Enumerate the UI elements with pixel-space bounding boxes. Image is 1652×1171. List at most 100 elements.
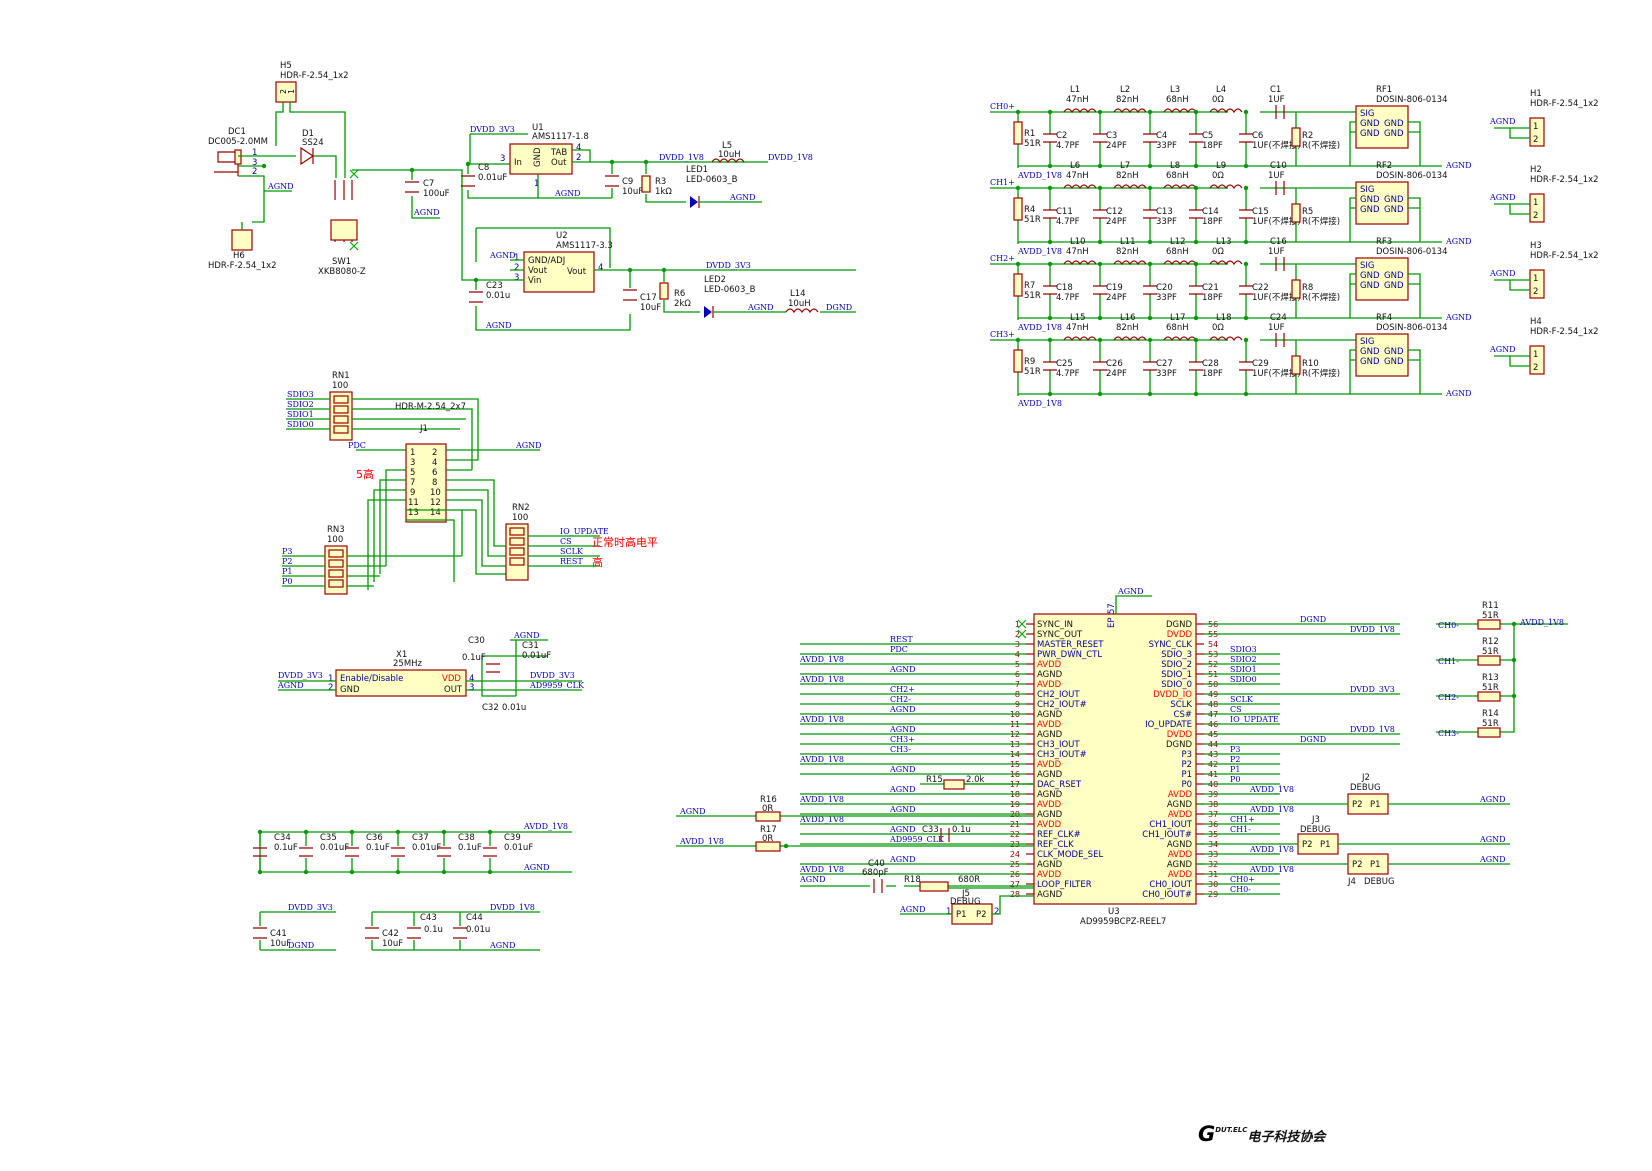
- rf-ref: RF3: [1376, 237, 1392, 247]
- led-icon: [690, 196, 700, 208]
- net-label: AGND: [277, 681, 304, 690]
- net-label: AGND: [515, 441, 542, 450]
- j3-value: DEBUG: [1300, 825, 1331, 835]
- filter-cap-ref: C27: [1156, 359, 1173, 369]
- u3-pin-name: AGND: [1167, 800, 1193, 810]
- filter-series-cap-ref: C10: [1270, 161, 1287, 171]
- rn2-value: 100: [512, 513, 528, 523]
- c8-value: 0.01uF: [478, 173, 507, 183]
- c42-ref: C42: [382, 929, 399, 939]
- c43-ref: C43: [420, 913, 437, 923]
- filter-cap-value: 24PF: [1106, 293, 1127, 303]
- u3-pin-name: CH3_IOUT#: [1037, 750, 1087, 760]
- net-label: REST: [560, 557, 583, 566]
- u3-pin-name: AGND: [1037, 890, 1063, 900]
- sw1-ref: SW1: [332, 257, 351, 267]
- c43-value: 0.1u: [424, 925, 443, 935]
- svg-text:9: 9: [410, 488, 415, 498]
- c32-value: 0.01u: [502, 703, 526, 713]
- net-label: CH3-: [1438, 729, 1459, 738]
- regulator-u2-section: AGND U2 AMS1117-3.3 GND/ADJ Vout Vin Vou…: [469, 227, 856, 331]
- j1-header: [405, 443, 447, 523]
- filter-inductor-ref: L10: [1070, 237, 1086, 247]
- net-label: P0: [1230, 775, 1240, 784]
- svg-text:TAB: TAB: [550, 148, 567, 158]
- u3-pin-name: CH1_IOUT: [1149, 820, 1192, 830]
- rn3-ref: RN3: [327, 525, 345, 535]
- r16-ref: R16: [760, 795, 777, 805]
- filter-cap-ref: C11: [1056, 207, 1073, 217]
- d1-value: SS24: [302, 138, 324, 148]
- h6-value: HDR-F-2.54_1x2: [208, 261, 277, 271]
- net-label: AVDD_1V8: [1017, 171, 1062, 180]
- net-label: DVDD_3V3: [706, 261, 751, 270]
- c32-ref: C32: [482, 703, 499, 713]
- filter-cap-value: 18PF: [1202, 141, 1223, 151]
- c30-ref: C30: [468, 636, 485, 646]
- net-label: AGND: [489, 251, 516, 260]
- net-label: CH0+: [1230, 875, 1255, 884]
- r18-value: 680R: [958, 875, 980, 885]
- filter-series-cap-ref: C16: [1270, 237, 1287, 247]
- l14-ref: L14: [790, 289, 806, 299]
- svg-text:VDD: VDD: [442, 674, 461, 684]
- svg-text:1: 1: [328, 674, 333, 684]
- c41-ref: C41: [270, 929, 287, 939]
- net-label: P3: [282, 547, 292, 556]
- net-label: CS: [560, 537, 572, 546]
- c30-value: 0.1uF: [462, 653, 486, 663]
- svg-text:1: 1: [1533, 274, 1538, 284]
- svg-text:2: 2: [252, 167, 257, 177]
- filter-cap-ref: C26: [1106, 359, 1123, 369]
- u3-pin-name: AGND: [1037, 790, 1063, 800]
- h5-value: HDR-F-2.54_1x2: [280, 71, 349, 81]
- c8-ref: C8: [478, 163, 489, 173]
- u3-value: AD9959BCPZ-REEL7: [1080, 917, 1166, 927]
- h-header: [1529, 117, 1545, 147]
- net-label: AGND: [1489, 193, 1516, 202]
- net-label: AD9959_CLK: [889, 835, 945, 844]
- svg-text:P1: P1: [1320, 840, 1331, 850]
- decap-ref: C36: [366, 833, 383, 843]
- j1-value: HDR-M-2.54_2x7: [395, 402, 466, 412]
- net-label: AGND: [1489, 345, 1516, 354]
- filter-r2-value: R(不焊接): [1302, 140, 1340, 151]
- net-label: AGND: [513, 631, 540, 640]
- svg-text:1: 1: [1533, 198, 1538, 208]
- h-ref: H2: [1530, 165, 1542, 175]
- rf-pin-label: SIG: [1360, 185, 1375, 195]
- net-label: DVDD_1V8: [1350, 725, 1395, 734]
- net-label: DGND: [1300, 735, 1326, 744]
- dc1-value: DC005-2.0MM: [208, 137, 268, 147]
- filter-r1-value: 51R: [1024, 291, 1041, 301]
- c23-ref: C23: [486, 281, 503, 291]
- net-label: CH2+: [890, 685, 915, 694]
- filter-r1-ref: R4: [1024, 205, 1035, 215]
- svg-text:In: In: [514, 158, 522, 168]
- rf-pin-label: GND: [1360, 195, 1380, 205]
- rf-connector: [1355, 181, 1409, 225]
- rf-pin-label: GND: [1360, 119, 1380, 129]
- h-value: HDR-F-2.54_1x2: [1530, 327, 1599, 337]
- rf-connector: [1355, 105, 1409, 149]
- net-label: AGND: [485, 321, 512, 330]
- net-label: PDC: [890, 645, 908, 654]
- svg-text:GND: GND: [533, 147, 543, 167]
- u3-pin-number: 2: [1015, 630, 1020, 639]
- dc1-ref: DC1: [228, 127, 246, 137]
- h-value: HDR-F-2.54_1x2: [1530, 99, 1599, 109]
- svg-text:57: 57: [1107, 603, 1117, 614]
- filter-cap-value: 4.7PF: [1056, 217, 1080, 227]
- svg-text:6: 6: [432, 468, 437, 478]
- u3-pin-name: CH1_IOUT#: [1142, 830, 1192, 840]
- net-label: IO_UPDATE: [1230, 715, 1279, 724]
- svg-text:1: 1: [252, 148, 257, 158]
- u3-pin-name: AVDD: [1168, 810, 1193, 820]
- filter-cap-value: 33PF: [1156, 141, 1177, 151]
- net-label: AVDD_1V8: [1249, 845, 1294, 854]
- r3-ref: R3: [655, 177, 666, 187]
- net-label: P1: [282, 567, 292, 576]
- filter-cap-ref: C2: [1056, 131, 1067, 141]
- filter-inductor-ref: L3: [1170, 85, 1180, 95]
